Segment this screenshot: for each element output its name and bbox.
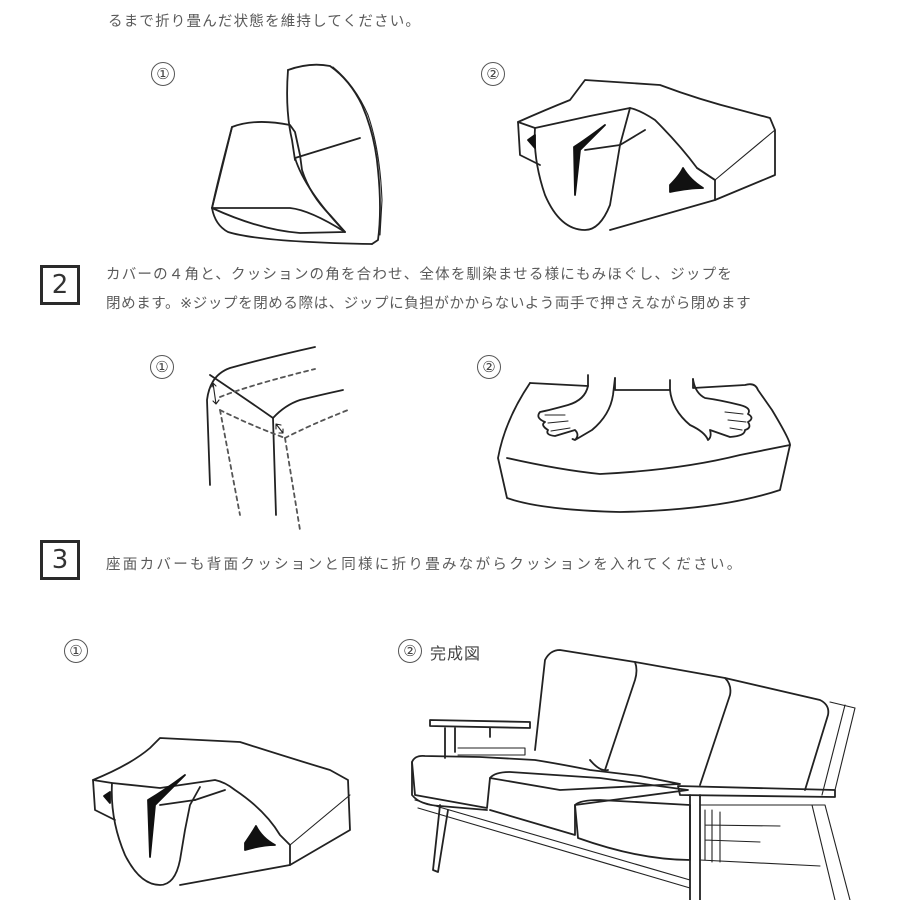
figure-marker-2-2: ②: [477, 355, 501, 379]
step-2-instruction-line-2: 閉めます。※ジップを閉める際は、ジップに負担がかからないよう両手で押さえながら閉…: [106, 296, 752, 312]
figure-marker-2: ②: [481, 62, 505, 86]
step-number-box-3: 3: [40, 540, 80, 580]
step-2-instruction-line-1: カバーの４角と、クッションの角を合わせ、全体を馴染ませる様にもみほぐし、ジップを: [106, 267, 733, 283]
completed-figure-label: 完成図: [430, 644, 482, 663]
step-number-box-2: 2: [40, 265, 80, 305]
intro-continuation-text: るまで折り畳んだ状態を維持してください。: [108, 14, 422, 30]
figure-marker-2-1: ①: [150, 355, 174, 379]
figure-marker-3-1: ①: [64, 639, 88, 663]
figure-marker-3-2: ②: [398, 639, 422, 663]
step-3-instruction-line-1: 座面カバーも背面クッションと同様に折り畳みながらクッションを入れてください。: [106, 557, 744, 573]
figure-marker-1: ①: [151, 62, 175, 86]
